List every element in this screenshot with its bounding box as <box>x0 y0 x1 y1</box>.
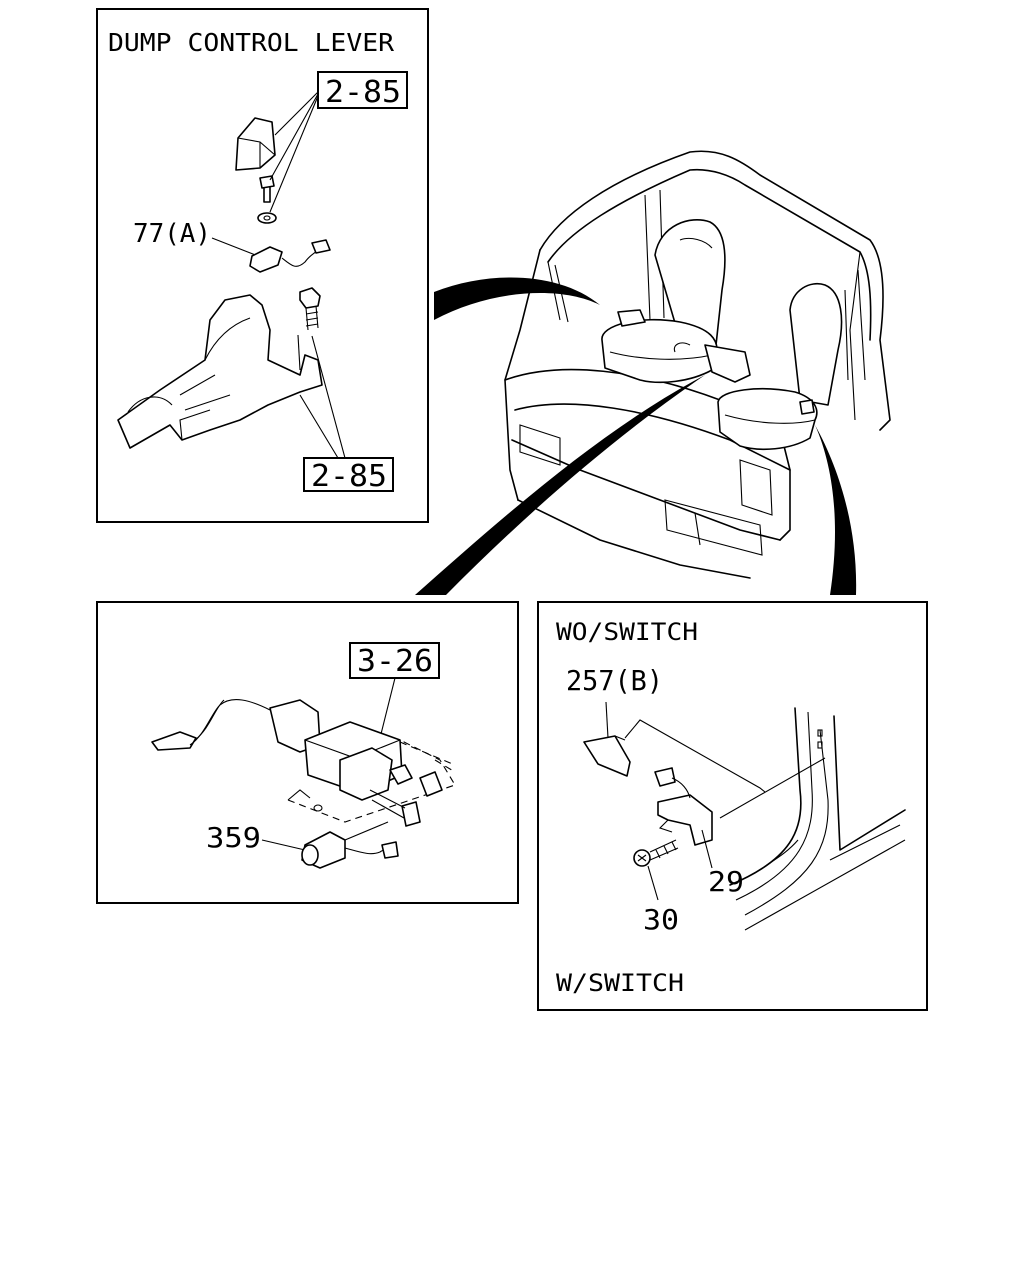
seat-switch <box>657 794 713 846</box>
valve-panel: 3-26 359 <box>96 601 519 904</box>
part-label-359: 359 <box>206 821 261 854</box>
valve-fitting-c <box>401 801 421 827</box>
sweep-to-switch <box>815 425 857 595</box>
lever-body <box>117 294 323 449</box>
lever-switch <box>249 246 283 273</box>
valve-fitting-b <box>419 771 443 797</box>
bolt <box>299 287 321 309</box>
ref-label-bottom: 2-85 <box>311 459 387 494</box>
callout-sweeps <box>415 277 857 595</box>
dump-lever-panel: DUMP CONTROL LEVER 2-85 77(A) 2-85 <box>96 8 429 523</box>
ref-box-top <box>317 71 408 109</box>
ref-box-valve <box>349 642 440 679</box>
part-label-77a: 77(A) <box>133 219 211 249</box>
switch-panel: WO/SWITCH W/SWITCH 257(B) 29 30 <box>537 601 928 1011</box>
part-label-30: 30 <box>643 903 679 936</box>
knob-screw <box>259 175 275 203</box>
ref-label-top: 2-85 <box>325 75 401 110</box>
ref-label-valve: 3-26 <box>357 644 433 679</box>
sweep-to-valve <box>415 375 705 595</box>
cab-overview <box>504 150 891 579</box>
switch-title-bottom: W/SWITCH <box>556 969 684 997</box>
switch-title-top: WO/SWITCH <box>556 618 698 646</box>
washer <box>257 212 277 224</box>
switch-frame <box>537 601 928 1011</box>
valve-fitting-a <box>389 764 413 785</box>
dump-lever-title: DUMP CONTROL LEVER <box>108 28 395 57</box>
sweep-to-lever <box>434 277 600 320</box>
ref-box-bottom <box>303 457 394 492</box>
part-label-257b: 257(B) <box>566 664 663 697</box>
